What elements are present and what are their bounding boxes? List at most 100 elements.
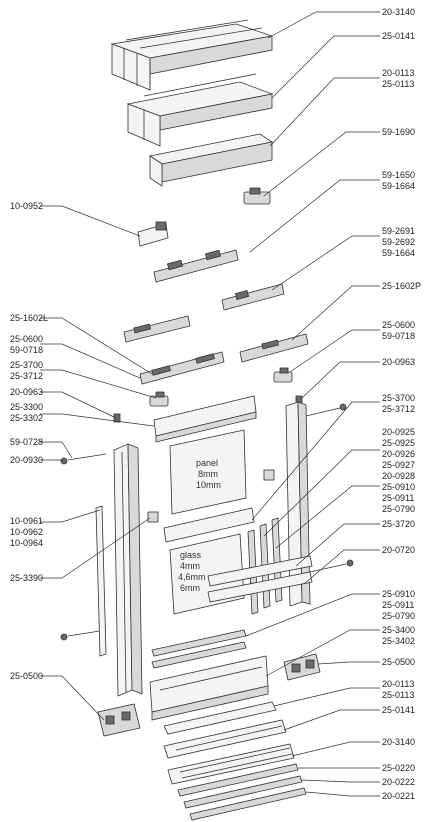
part-bottom-roller-left — [97, 703, 141, 737]
label-25-0113-bottom: 25-0113 — [382, 690, 414, 700]
leader-lines — [40, 11, 380, 797]
part-side-profile-right — [285, 401, 311, 607]
part-screw-left-top — [60, 453, 107, 465]
label-25-3712-right: 25-3712 — [382, 404, 415, 414]
label-25-1602l: 25-1602L — [10, 313, 48, 323]
label-20-0113-top: 20-0113 — [382, 68, 414, 78]
part-top-roller-left — [153, 249, 239, 283]
part-bottom-track-0113 — [163, 701, 277, 735]
label-20-0926: 20-0926 — [382, 449, 415, 459]
label-25-3700-left: 25-3700 — [10, 360, 43, 370]
label-59-0718-right: 59-0718 — [382, 331, 415, 341]
label-59-1650: 59-1650 — [382, 170, 415, 180]
label-25-3712-left: 25-3712 — [10, 371, 43, 381]
part-stopper-small — [243, 187, 271, 205]
label-20-3140-top: 20-3140 — [382, 7, 415, 17]
part-top-track-triple — [110, 19, 273, 91]
part-side-profile-left — [113, 443, 143, 697]
label-25-0500-left: 25-0500 — [10, 671, 43, 681]
label-10-0961: 10-0961 — [10, 516, 43, 526]
label-20-0928: 20-0928 — [382, 471, 415, 481]
label-25-0600-left: 25-0600 — [10, 334, 43, 344]
glass-thickness-2: 4,6mm — [178, 572, 206, 582]
panel-thickness-1: 8mm — [198, 469, 218, 479]
label-25-0927: 25-0927 — [382, 460, 415, 470]
label-25-0600-right: 25-0600 — [382, 320, 415, 330]
label-25-0790-bottom: 25-0790 — [382, 611, 415, 621]
part-screw-right-top — [305, 403, 347, 417]
part-bottom-track-0220 — [177, 763, 299, 797]
part-horizontal-strips — [207, 555, 313, 603]
label-25-0911-bottom: 25-0911 — [382, 600, 414, 610]
label-25-0500-right: 25-0500 — [382, 657, 415, 667]
part-bottom-track-0221 — [189, 787, 307, 821]
label-20-0963-left: 20-0963 — [10, 387, 43, 397]
panel-label: panel — [196, 458, 218, 468]
label-25-0141-top: 25-0141 — [382, 31, 415, 41]
label-25-3390: 25-3390 — [10, 573, 43, 583]
part-bottom-track-0141 — [163, 719, 287, 759]
label-59-2691: 59-2691 — [382, 226, 415, 236]
label-20-3140-bottom: 20-3140 — [382, 737, 415, 747]
label-20-0113-bottom: 20-0113 — [382, 679, 414, 689]
label-59-0718-left: 59-0718 — [10, 345, 43, 355]
label-10-0952: 10-0952 — [10, 201, 43, 211]
label-59-1664-b: 59-1664 — [382, 248, 415, 258]
part-top-rail — [153, 395, 257, 443]
label-59-1664-a: 59-1664 — [382, 181, 415, 191]
part-top-roller-right — [221, 283, 285, 311]
label-25-0220: 25-0220 — [382, 763, 415, 773]
label-20-0925: 20-0925 — [382, 427, 415, 437]
glass-thickness-1: 4mm — [180, 561, 200, 571]
label-20-0963-right: 20-0963 — [382, 357, 415, 367]
part-middle-rail — [163, 507, 255, 543]
part-profile-1602p — [239, 333, 309, 363]
label-25-3402: 25-3402 — [382, 636, 415, 646]
part-bottom-roller-right — [283, 653, 321, 681]
glass-thickness-3: 6mm — [180, 583, 200, 593]
part-number-labels: 20-3140 25-0141 20-0113 25-0113 59-1690 … — [10, 7, 421, 801]
part-top-channel — [148, 133, 274, 187]
part-screw-right-bottom — [309, 559, 354, 573]
label-25-3720: 25-3720 — [382, 519, 415, 529]
label-10-0962: 10-0962 — [10, 527, 43, 537]
part-bottom-rail — [149, 655, 269, 721]
label-25-3300: 25-3300 — [10, 402, 43, 412]
label-25-0925: 25-0925 — [382, 438, 415, 448]
label-25-3302: 25-3302 — [10, 413, 43, 423]
part-bracket-left — [147, 511, 159, 523]
label-25-0113-top: 25-0113 — [382, 79, 414, 89]
label-20-0720: 20-0720 — [382, 545, 415, 555]
label-25-0141-bottom: 25-0141 — [382, 705, 415, 715]
part-clip-right-3700 — [273, 367, 293, 383]
label-25-0790-top: 25-0790 — [382, 504, 415, 514]
part-profile-1602l — [123, 315, 191, 343]
label-10-0964: 10-0964 — [10, 538, 43, 548]
part-bottom-track-3140 — [167, 743, 295, 785]
label-25-0910-top: 25-0910 — [382, 482, 415, 492]
label-25-3700-right: 25-3700 — [382, 393, 415, 403]
label-20-0221: 20-0221 — [382, 791, 415, 801]
part-clip-20-0963-left — [113, 413, 121, 423]
label-20-0222: 20-0222 — [382, 777, 415, 787]
part-bracket-right — [263, 469, 275, 481]
part-panel: panel 8mm 10mm — [169, 429, 247, 515]
panel-thickness-2: 10mm — [196, 480, 221, 490]
part-top-track-double — [126, 73, 274, 147]
label-59-1690: 59-1690 — [382, 127, 415, 137]
label-25-0911-top: 25-0911 — [382, 493, 414, 503]
part-bottom-track-0222 — [183, 775, 303, 809]
part-clip-left-3700 — [149, 391, 169, 407]
label-59-0728: 59-0728 — [10, 437, 43, 447]
label-59-2692: 59-2692 — [382, 237, 415, 247]
glass-label: glass — [180, 550, 202, 560]
label-25-3400: 25-3400 — [382, 625, 415, 635]
label-25-1602p: 25-1602P — [382, 281, 421, 291]
part-profile-0600-left — [139, 351, 225, 385]
label-20-0930: 20-0930 — [10, 455, 43, 465]
part-bottom-seals — [151, 629, 247, 669]
label-25-0910-bottom: 25-0910 — [382, 589, 415, 599]
part-guide-bracket — [137, 221, 169, 247]
part-thin-strip-left — [95, 505, 107, 657]
